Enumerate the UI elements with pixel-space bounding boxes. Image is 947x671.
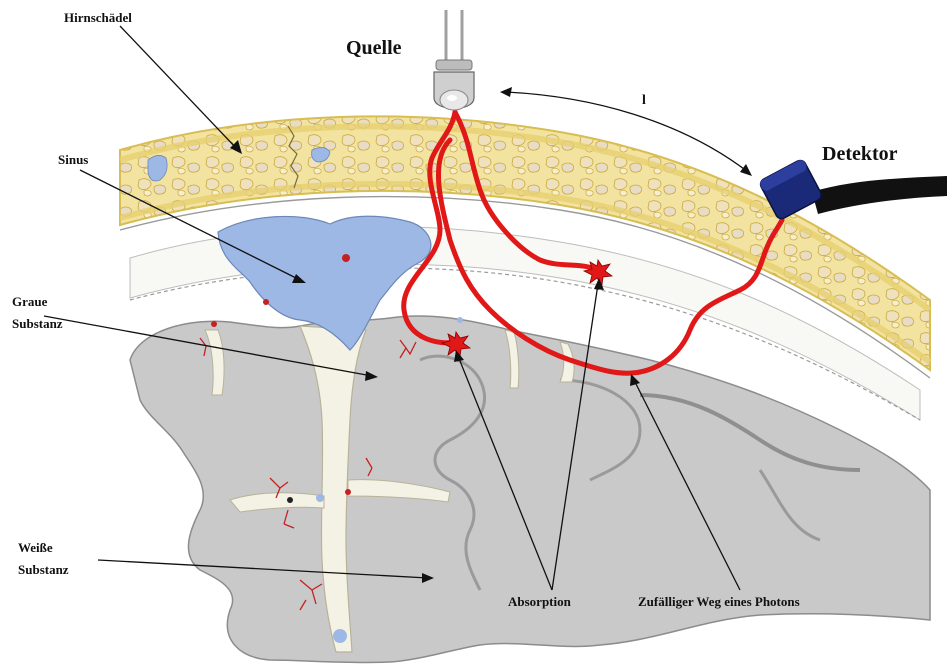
label-graue-line2: Substanz xyxy=(12,316,63,331)
led-light-source-icon xyxy=(434,10,474,110)
label-photon-path: Zufälliger Weg eines Photons xyxy=(638,594,800,609)
label-sinus: Sinus xyxy=(58,152,88,167)
label-distance: l xyxy=(642,93,646,108)
label-weisse-line2: Substanz xyxy=(18,562,69,577)
detector-sensor-icon xyxy=(758,158,947,220)
label-detektor: Detektor xyxy=(822,143,898,165)
label-quelle: Quelle xyxy=(346,37,402,59)
label-hirnschaedel: Hirnschädel xyxy=(64,10,132,25)
label-weisse-line1: Weiße xyxy=(18,540,53,555)
label-graue-line1: Graue xyxy=(12,294,48,309)
label-absorption: Absorption xyxy=(508,594,572,609)
gray-matter xyxy=(130,316,930,663)
